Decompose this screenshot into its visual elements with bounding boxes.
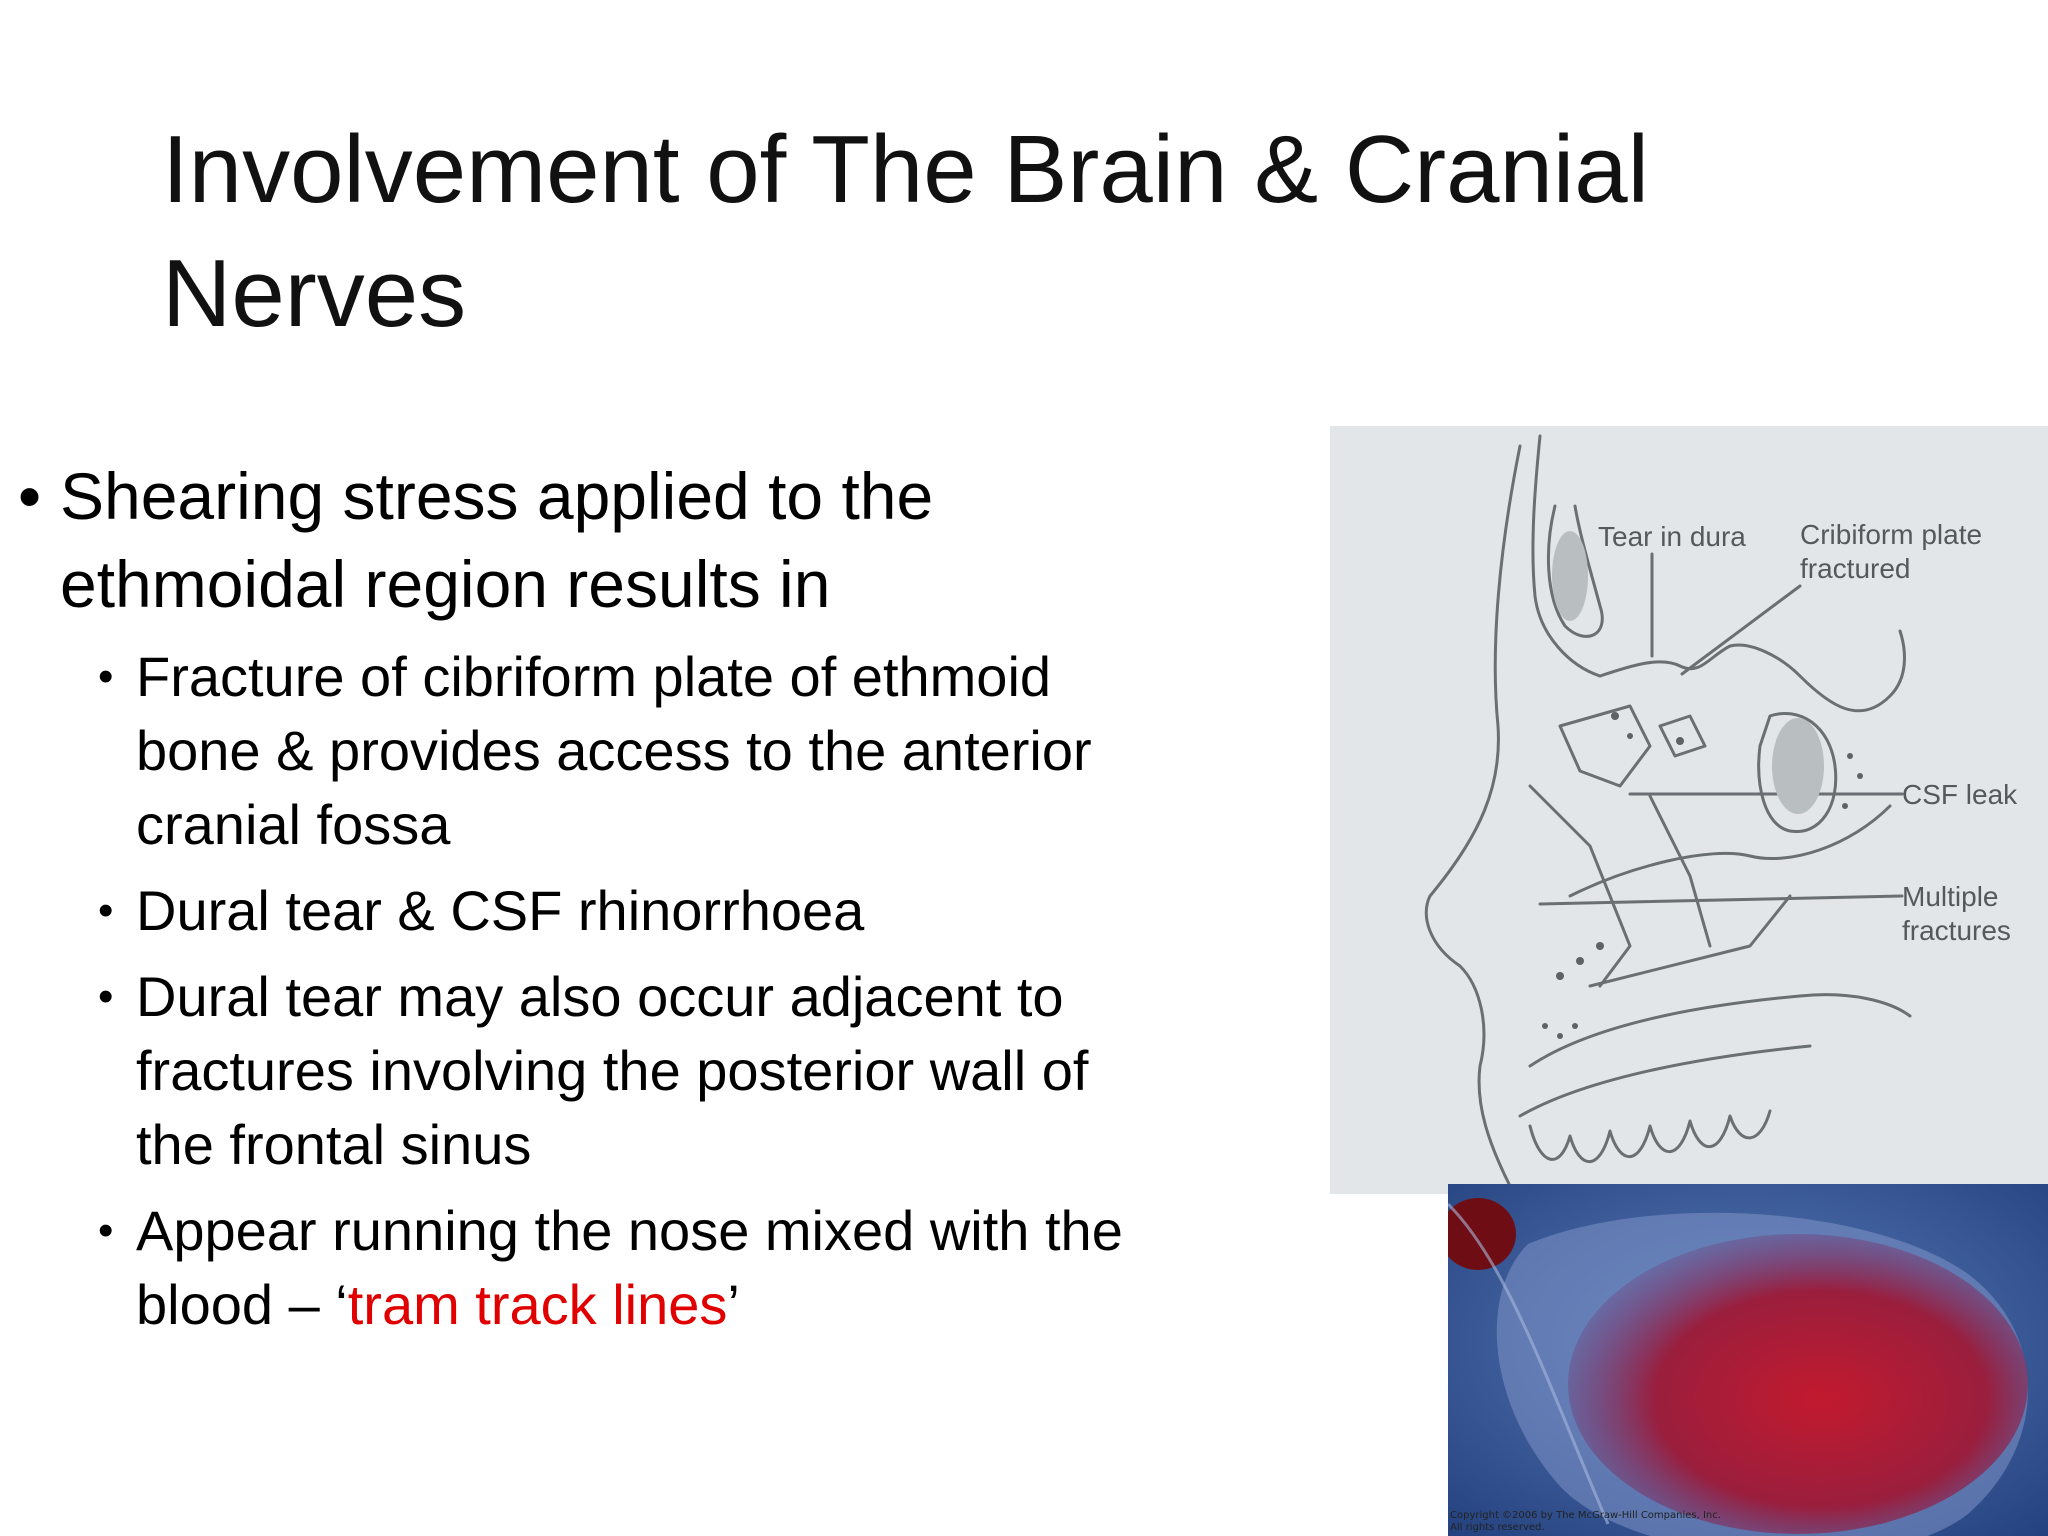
sub-bullet-text: Dural tear may also occur adjacent to fr… bbox=[136, 965, 1089, 1176]
label-csf-leak: CSF leak bbox=[1902, 779, 2018, 810]
sub-bullet-tram-track: • Appear running the nose mixed with the… bbox=[98, 1194, 1318, 1342]
bullet-list: • Shearing stress applied to the ethmoid… bbox=[18, 452, 1318, 1354]
skull-fracture-diagram: Tear in dura Cribiform plate fractured C… bbox=[1330, 426, 2048, 1194]
stain-illustration bbox=[1448, 1184, 2048, 1536]
bullet-glyph: • bbox=[18, 459, 42, 533]
sub-bullet-fracture: • Fracture of cibriform plate of ethmoid… bbox=[98, 640, 1318, 862]
title-line-1: Involvement of The Brain & Cranial bbox=[162, 116, 1649, 223]
label-tear-in-dura: Tear in dura bbox=[1598, 521, 1746, 552]
bullet-glyph: • bbox=[98, 1206, 114, 1255]
sub-bullet-text: Dural tear & CSF rhinorrhoea bbox=[136, 879, 865, 942]
sub-bullet-text: Appear running the nose mixed with the b… bbox=[136, 1199, 1123, 1336]
label-cribiform-2: fractured bbox=[1800, 553, 1911, 584]
sub-bullet-dural-tear: • Dural tear & CSF rhinorrhoea bbox=[98, 874, 1318, 948]
slide-title: Involvement of The Brain & Cranial Nerve… bbox=[162, 108, 1862, 356]
bullet-glyph: • bbox=[98, 652, 114, 701]
title-line-2: Nerves bbox=[162, 240, 467, 347]
csf-blood-stain-photo bbox=[1448, 1184, 2048, 1536]
bullet-glyph: • bbox=[98, 886, 114, 935]
tram-track-highlight: tram track lines bbox=[347, 1273, 728, 1336]
sub-bullet-list: • Fracture of cibriform plate of ethmoid… bbox=[98, 640, 1318, 1342]
label-multiple-2: fractures bbox=[1902, 915, 2011, 946]
label-cribiform-1: Cribiform plate bbox=[1800, 519, 1982, 550]
label-multiple-1: Multiple bbox=[1902, 881, 1998, 912]
sub-bullet-text: Fracture of cibriform plate of ethmoid b… bbox=[136, 645, 1092, 856]
skull-sagittal-illustration: Tear in dura Cribiform plate fractured C… bbox=[1424, 434, 2018, 1188]
main-bullet-text: Shearing stress applied to the ethmoidal… bbox=[60, 459, 934, 621]
copyright-notice: Copyright ©2006 by The McGraw-Hill Compa… bbox=[1450, 1510, 1721, 1533]
sub-bullet-frontal-sinus: • Dural tear may also occur adjacent to … bbox=[98, 960, 1318, 1182]
bullet-glyph: • bbox=[98, 972, 114, 1021]
main-bullet: • Shearing stress applied to the ethmoid… bbox=[18, 452, 1318, 628]
